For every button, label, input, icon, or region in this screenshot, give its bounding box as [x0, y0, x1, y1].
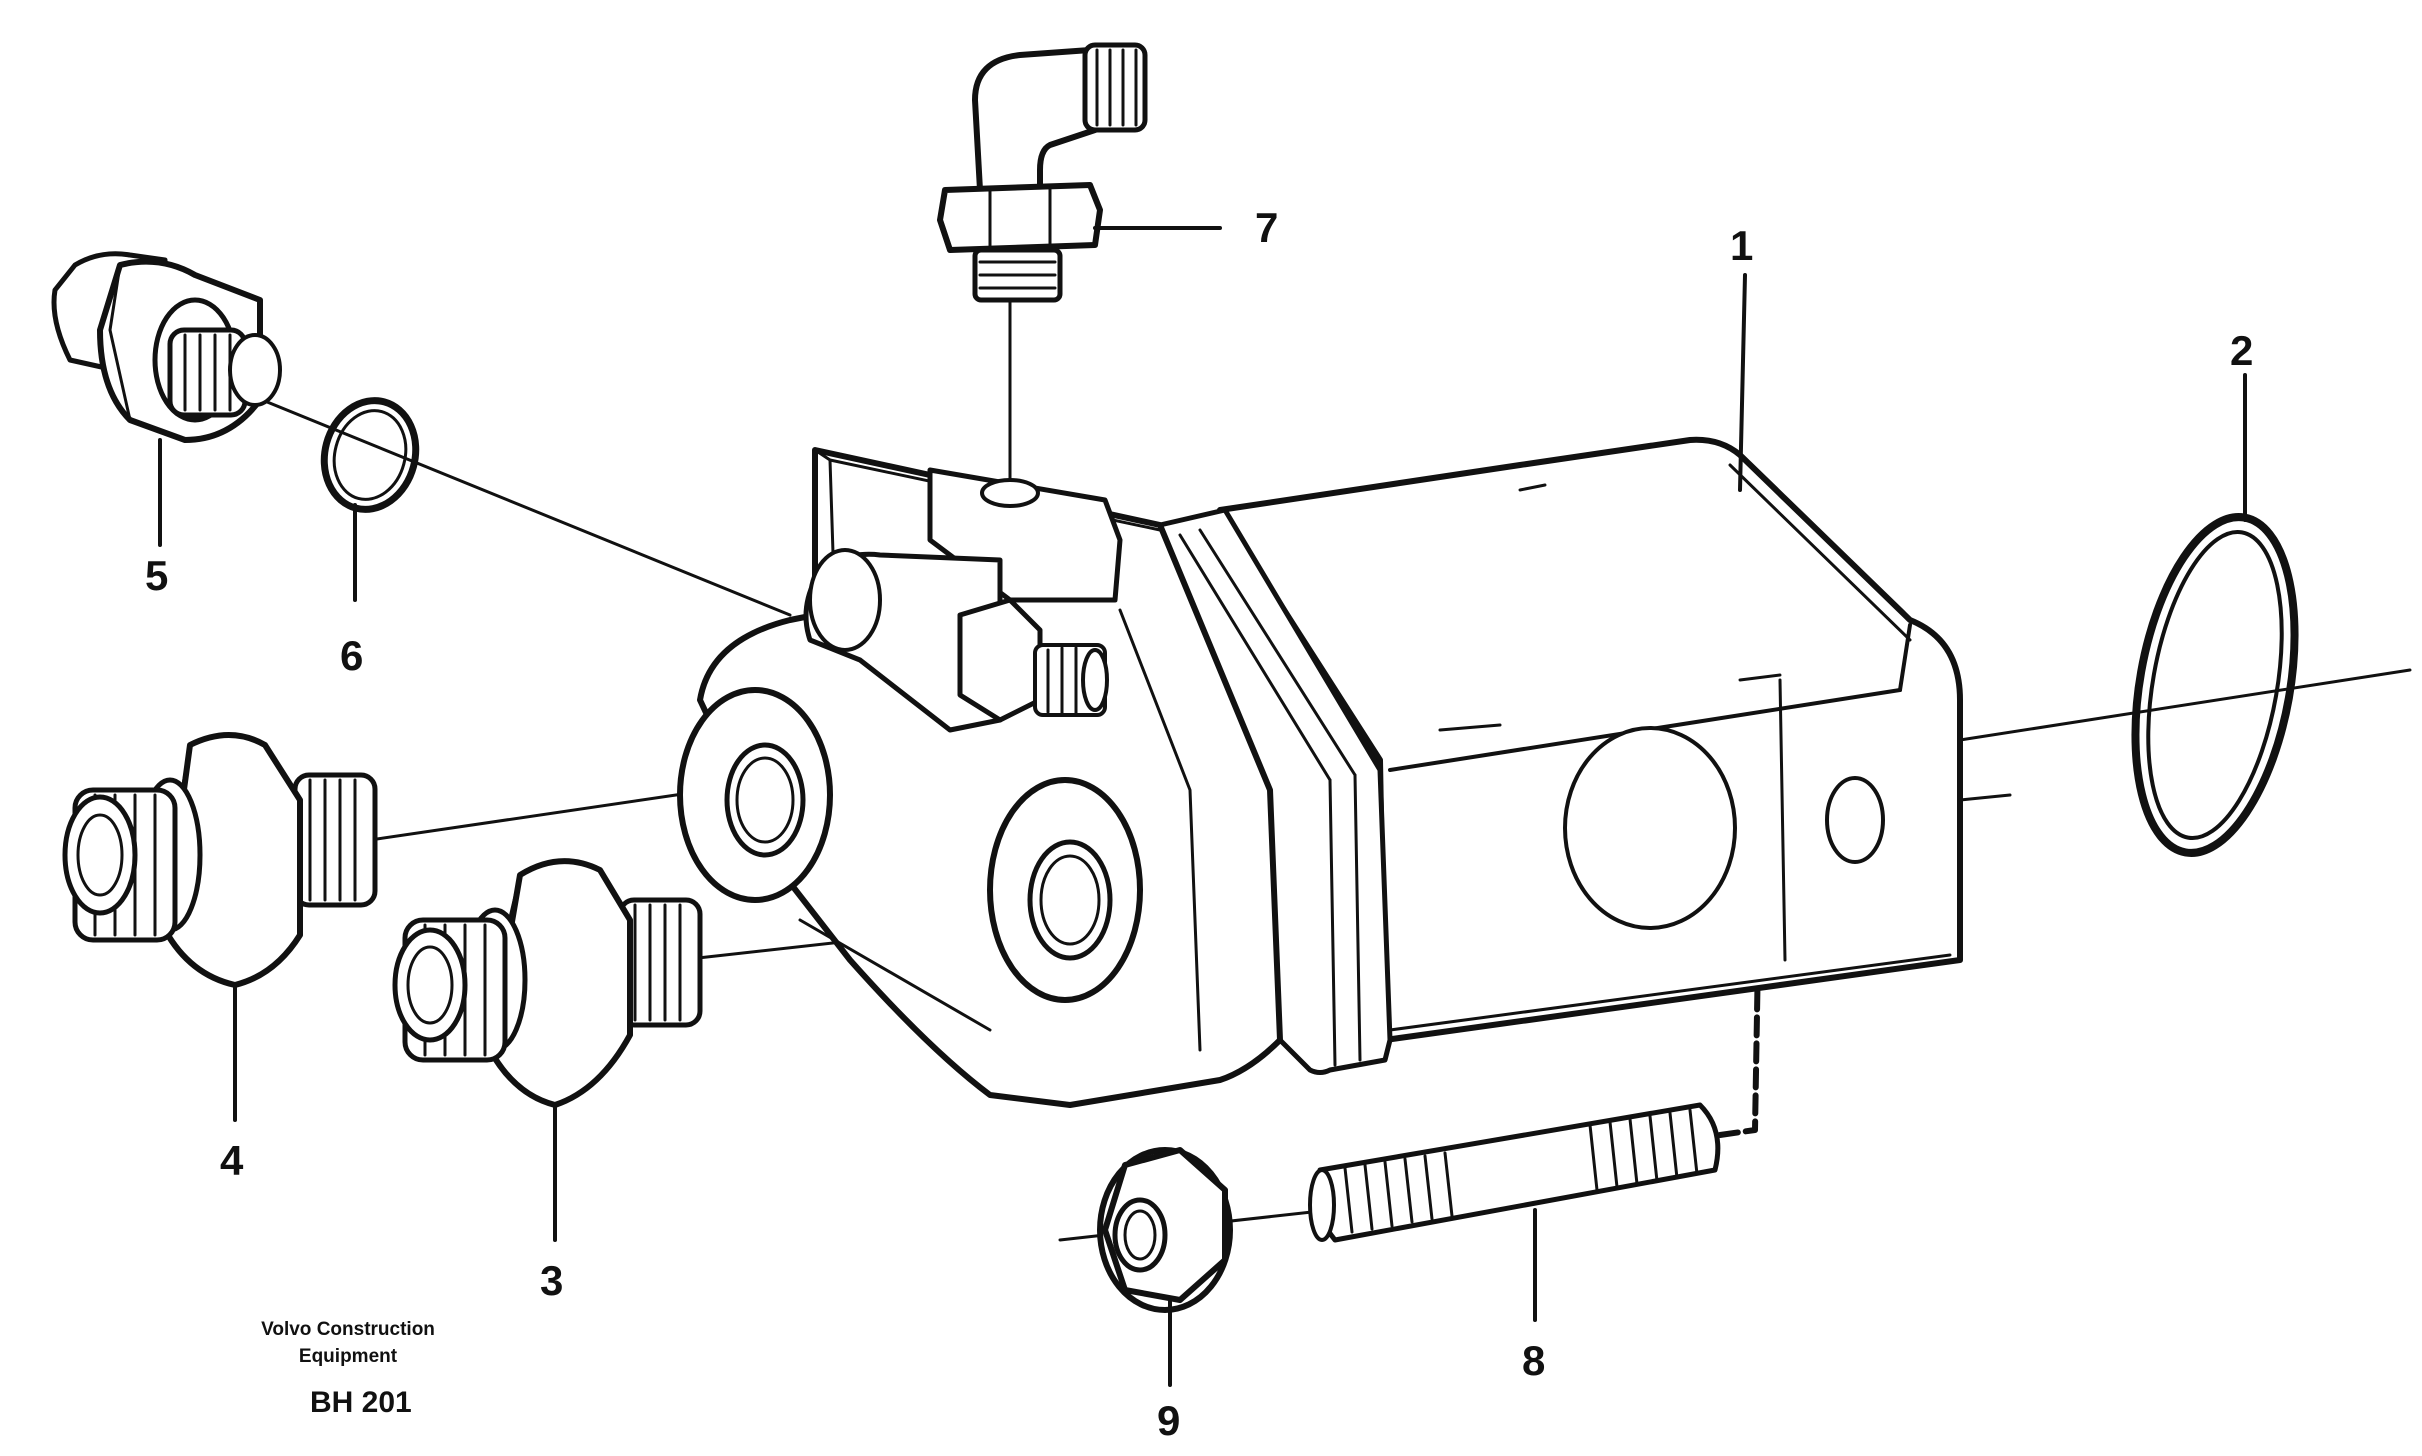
callout-8: 8: [1522, 1337, 1545, 1384]
drawing-code: BH 201: [310, 1386, 412, 1419]
callout-1: 1: [1730, 222, 1753, 269]
elbow-fitting: [937, 42, 1148, 303]
callout-2: 2: [2230, 327, 2253, 374]
plug-fitting: [51, 251, 282, 443]
leader-lines: [158, 226, 2247, 1387]
stud-bolt: [1308, 1102, 1721, 1243]
callout-4: 4: [220, 1137, 244, 1184]
callout-5: 5: [145, 552, 168, 599]
brand-line-2: Equipment: [299, 1346, 398, 1367]
union-fitting-small: [392, 858, 703, 1108]
large-o-ring: [2131, 513, 2299, 857]
brand-line-1: Volvo Construction: [261, 1319, 435, 1340]
pump-housing: [677, 436, 2012, 1108]
flange-nut: [1097, 1147, 1233, 1313]
callout-6: 6: [340, 632, 363, 679]
drawing-footer: Volvo Construction Equipment BH 201: [261, 1319, 435, 1419]
callout-7: 7: [1255, 204, 1278, 251]
callout-3: 3: [540, 1257, 563, 1304]
union-fitting-large: [62, 732, 378, 988]
callout-9: 9: [1157, 1397, 1180, 1444]
small-o-ring: [320, 397, 420, 513]
callout-labels: 1 2 3 4 5 6 7 8 9: [145, 204, 2253, 1444]
